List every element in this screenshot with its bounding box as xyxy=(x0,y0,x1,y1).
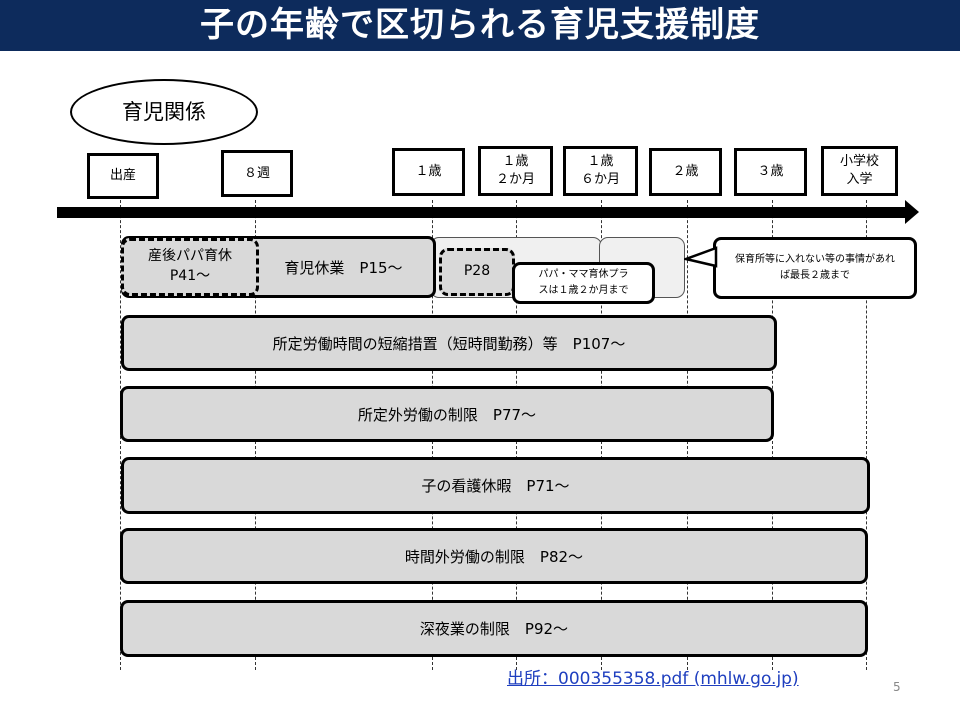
callout-pointer xyxy=(684,246,718,268)
bar-paternity-leave: 産後パパ育休 P41～ xyxy=(121,238,259,296)
callout-nursery: 保育所等に入れない等の事情があれ ば最長２歳まで xyxy=(713,237,917,299)
timeline-divider xyxy=(866,200,867,670)
bar-overtime-limit: 所定外労働の制限 P77～ xyxy=(120,386,774,442)
timeline-arrow xyxy=(57,207,907,218)
milestone-1-year-6-months: １歳 ６か月 xyxy=(563,146,638,196)
milestone-school-entry: 小学校 入学 xyxy=(821,146,898,196)
source-link[interactable]: 出所：000355358.pdf (mhlw.go.jp) xyxy=(507,669,799,689)
category-label: 育児関係 xyxy=(70,79,258,145)
milestone-8-weeks: ８週 xyxy=(221,150,293,197)
callout-papa-mama-plus: パパ・ママ育休プラ スは１歳２か月まで xyxy=(512,262,655,304)
bar-label: 育児休業 P15～ xyxy=(284,258,403,277)
bar-extra-hours-limit: 時間外労働の制限 P82～ xyxy=(120,528,868,584)
bar-nursing-leave: 子の看護休暇 P71～ xyxy=(121,457,870,514)
milestone-birth: 出産 xyxy=(87,153,159,199)
slide-title: 子の年齢で区切られる育児支援制度 xyxy=(0,0,960,51)
milestone-1-year-2-months: １歳 ２か月 xyxy=(478,146,553,196)
milestone-1-year: １歳 xyxy=(392,148,465,196)
milestone-3-years: ３歳 xyxy=(734,148,807,196)
milestone-2-years: ２歳 xyxy=(649,148,722,196)
page-number: 5 xyxy=(893,680,901,694)
bar-night-work-limit: 深夜業の制限 P92～ xyxy=(120,600,868,657)
bar-p28: P28 xyxy=(439,248,515,296)
arrow-head-icon xyxy=(905,200,919,224)
bar-short-hours: 所定労働時間の短縮措置（短時間勤務）等 P107～ xyxy=(121,315,777,371)
